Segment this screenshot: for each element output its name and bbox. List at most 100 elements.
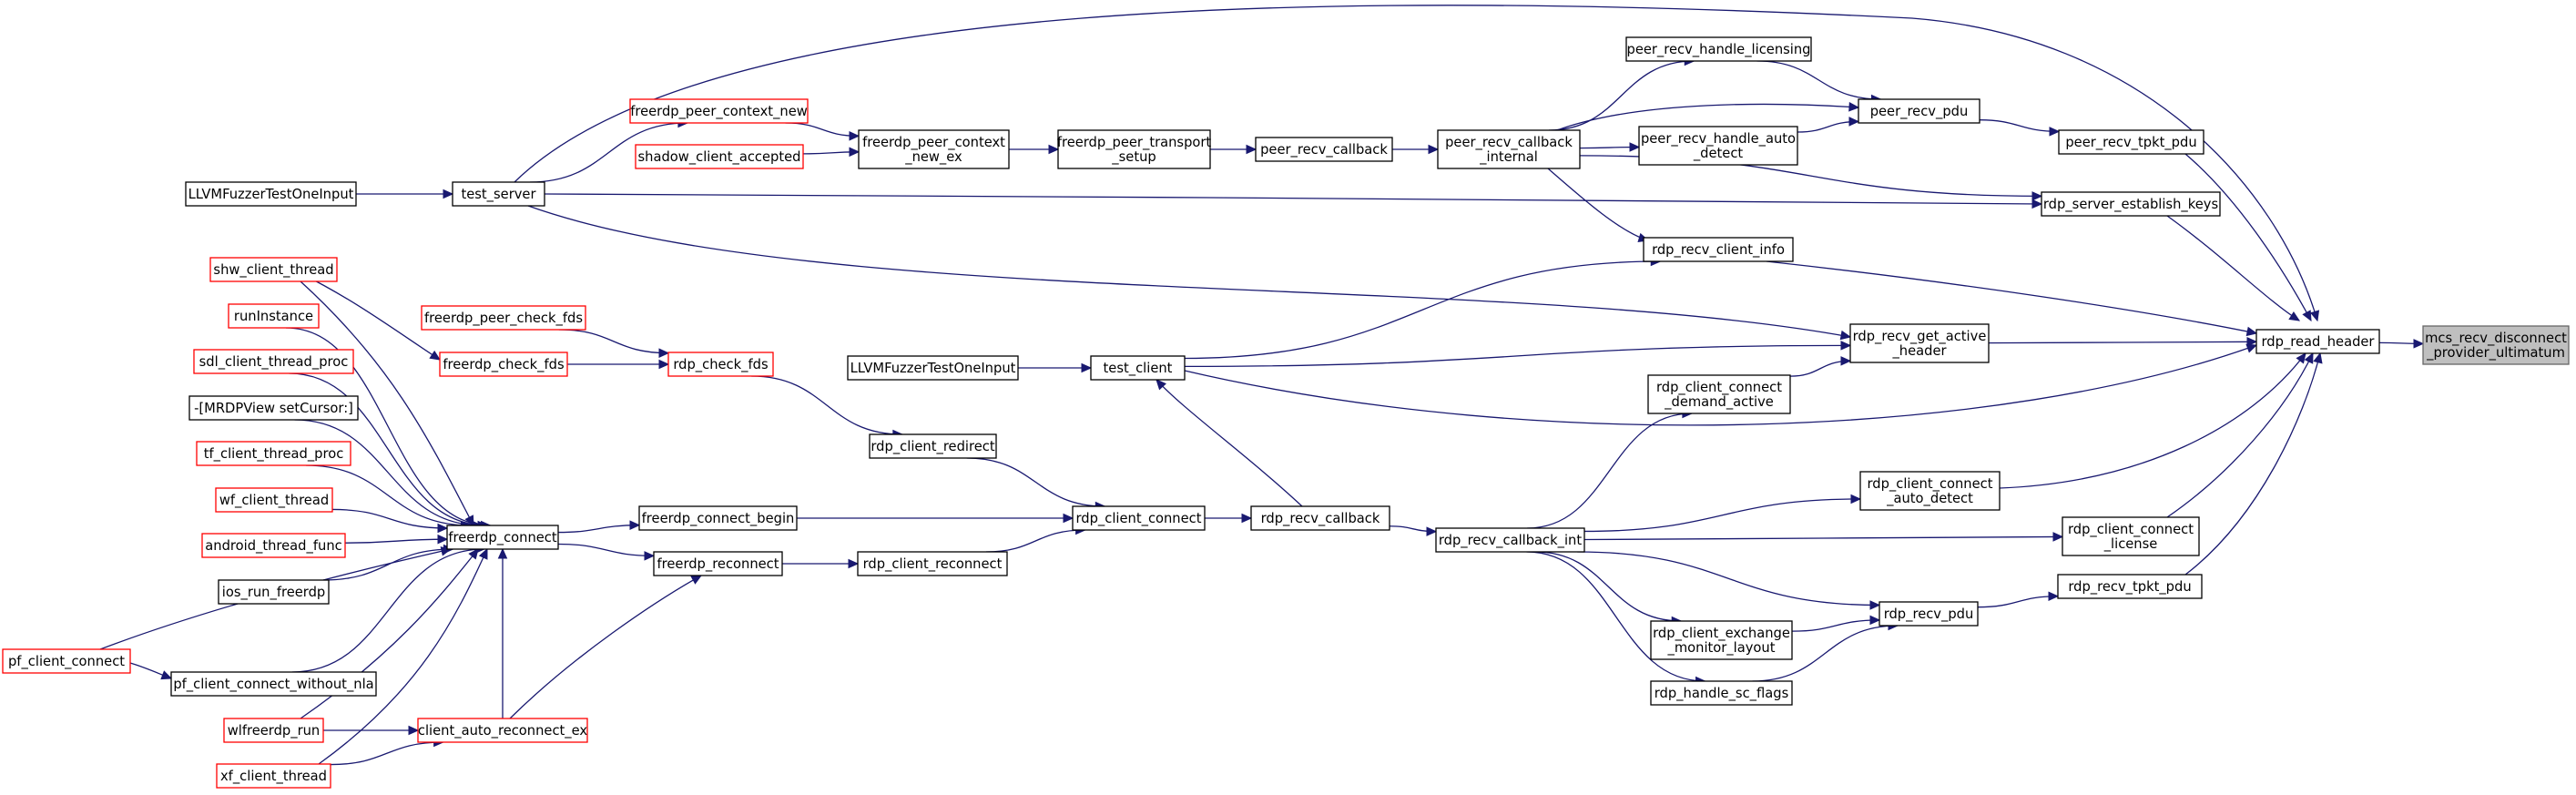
- node-rdp-recv-callback-int[interactable]: rdp_recv_callback_int: [1435, 527, 1585, 553]
- edge-test-server-to-rdp-server-establish-keys: [544, 193, 2042, 205]
- node-label: freerdp_connect_begin: [642, 511, 795, 526]
- node-freerdp-peer-context-new[interactable]: freerdp_peer_context_new: [629, 98, 809, 124]
- node-freerdp-connect[interactable]: freerdp_connect: [446, 525, 559, 550]
- node-peer-recv-handle-licensing[interactable]: peer_recv_handle_licensing: [1625, 36, 1812, 62]
- node-sdl-client-thread-proc[interactable]: sdl_client_thread_proc: [193, 349, 354, 374]
- edge-rdp-server-establish-keys-to-rdp-read-header: [2166, 215, 2300, 321]
- edge-rdp-client-redirect-to-rdp-client-connect: [966, 457, 1105, 507]
- node-rdp-client-exchange-monitor-layout[interactable]: rdp_client_exchange_monitor_layout: [1650, 620, 1793, 660]
- node-pf-client-connect-without-nla[interactable]: pf_client_connect_without_nla: [170, 671, 377, 697]
- node-fuzz-client[interactable]: LLVMFuzzerTestOneInput: [847, 355, 1019, 381]
- edge-freerdp-peer-context-new-to-freerdp-peer-context-new-ex: [785, 122, 860, 137]
- node-peer-recv-callback[interactable]: peer_recv_callback: [1255, 137, 1393, 162]
- node-label: -[MRDPView setCursor:]: [194, 401, 353, 416]
- node-label: pf_client_connect_without_nla: [173, 677, 373, 692]
- edge-freerdp-connect-to-freerdp-connect-begin-arrowhead: [629, 520, 641, 530]
- edge-xf-client-thread-to-freerdp-connect: [318, 548, 488, 765]
- node-label: rdp_check_fds: [673, 357, 768, 372]
- edge-rdp-recv-get-active-header-to-rdp-read-header-arrowhead: [2246, 337, 2258, 347]
- node-box: [218, 579, 330, 605]
- node-shadow-client-accepted[interactable]: shadow_client_accepted: [635, 144, 804, 169]
- node-rdp-recv-client-info[interactable]: rdp_recv_client_info: [1643, 237, 1794, 262]
- node-freerdp-reconnect[interactable]: freerdp_reconnect: [653, 551, 783, 576]
- node-rdp-client-connect-license[interactable]: rdp_client_connect_license: [2062, 516, 2200, 556]
- node-rdp-recv-get-active-header[interactable]: rdp_recv_get_active_header: [1849, 323, 1990, 363]
- edge-shadow-client-accepted-to-freerdp-peer-context-new-ex-arrowhead: [849, 147, 860, 158]
- edge-test-client-to-rdp-read-header: [1184, 344, 2257, 426]
- node-label: LLVMFuzzerTestOneInput: [850, 361, 1016, 376]
- node-wf-client-thread[interactable]: wf_client_thread: [215, 487, 333, 513]
- node-freerdp-peer-context-new-ex[interactable]: freerdp_peer_context_new_ex: [858, 129, 1010, 169]
- node-freerdp-peer-check-fds[interactable]: freerdp_peer_check_fds: [421, 305, 586, 331]
- node-box: [170, 671, 377, 697]
- node-freerdp-connect-begin[interactable]: freerdp_connect_begin: [638, 505, 798, 531]
- node-peer-recv-handle-auto-detect[interactable]: peer_recv_handle_auto_detect: [1638, 126, 1798, 166]
- edge-wlfreerdp-run-to-freerdp-connect-arrowhead: [468, 548, 479, 560]
- node-label: rdp_recv_get_active: [1853, 329, 1987, 344]
- edge-peer-recv-callback-to-peer-recv-callback-internal-arrowhead: [1428, 144, 1440, 155]
- node-rdp-recv-callback[interactable]: rdp_recv_callback: [1250, 505, 1390, 531]
- node-label: _provider_ultimatum: [2426, 345, 2565, 361]
- node-freerdp-peer-transport-setup[interactable]: freerdp_peer_transport_setup: [1057, 129, 1212, 169]
- edge-peer-recv-tpkt-pdu-to-rdp-read-header-arrowhead: [2302, 310, 2312, 322]
- node-wlfreerdp-run[interactable]: wlfreerdp_run: [223, 718, 324, 743]
- edge-shw-client-thread-to-freerdp-check-fds-arrowhead: [429, 350, 442, 361]
- node-rdp-recv-tpkt-pdu[interactable]: rdp_recv_tpkt_pdu: [2057, 574, 2203, 599]
- node-label: rdp_recv_pdu: [1884, 606, 1974, 622]
- node-label: runInstance: [234, 309, 313, 324]
- node-rdp-client-reconnect[interactable]: rdp_client_reconnect: [857, 551, 1008, 576]
- node-box: [439, 352, 568, 377]
- node-label: rdp_client_connect: [1656, 380, 1782, 395]
- node-ios-run-freerdp[interactable]: ios_run_freerdp: [218, 579, 330, 605]
- node-label: _license: [2103, 536, 2158, 552]
- node-label: rdp_client_connect: [1867, 476, 1992, 492]
- node-rdp-client-connect[interactable]: rdp_client_connect: [1072, 505, 1206, 531]
- node-tf-client-thread-proc[interactable]: tf_client_thread_proc: [196, 441, 351, 466]
- node-peer-recv-tpkt-pdu[interactable]: peer_recv_tpkt_pdu: [2058, 129, 2204, 155]
- node-label: wf_client_thread: [219, 493, 329, 508]
- edge-shw-client-thread-to-freerdp-connect: [300, 280, 474, 526]
- edge-rdp-recv-callback-to-test-client-arrowhead: [1156, 379, 1166, 391]
- edge-xf-client-thread-to-freerdp-connect-arrowhead: [478, 547, 488, 560]
- node-rdp-client-connect-demand-active[interactable]: rdp_client_connect_demand_active: [1647, 374, 1791, 414]
- node-freerdp-check-fds[interactable]: freerdp_check_fds: [439, 352, 568, 377]
- node-label: rdp_client_exchange: [1653, 626, 1790, 641]
- node-box: [857, 551, 1008, 576]
- node-mcs-recv[interactable]: mcs_recv_disconnect_provider_ultimatum: [2422, 325, 2570, 365]
- node-rdp-read-header[interactable]: rdp_read_header: [2255, 329, 2380, 354]
- node-peer-recv-callback-internal[interactable]: peer_recv_callback_internal: [1437, 129, 1581, 169]
- node-label: _monitor_layout: [1667, 640, 1776, 656]
- node-peer-recv-pdu[interactable]: peer_recv_pdu: [1858, 98, 1980, 124]
- edge-test-server-to-rdp-read-header-arrowhead: [2309, 310, 2320, 322]
- node-rdp-client-redirect[interactable]: rdp_client_redirect: [869, 433, 997, 459]
- edges-layer: [99, 5, 2425, 766]
- node-label: sdl_client_thread_proc: [199, 354, 349, 370]
- node-android-thread-func[interactable]: android_thread_func: [201, 533, 346, 558]
- node-client-auto-reconnect-ex[interactable]: client_auto_reconnect_ex: [417, 718, 588, 743]
- edge-test-client-to-rdp-recv-get-active-header: [1184, 344, 1851, 368]
- edge-rdp-client-connect-license-to-rdp-read-header: [2166, 352, 2314, 518]
- node-rdp-check-fds[interactable]: rdp_check_fds: [667, 352, 774, 377]
- node-rdp-server-establish-keys[interactable]: rdp_server_establish_keys: [2041, 191, 2221, 217]
- node-pf-client-connect[interactable]: pf_client_connect: [2, 648, 131, 674]
- node-label: mcs_recv_disconnect: [2425, 331, 2567, 346]
- node-label: _setup: [1111, 149, 1156, 165]
- node-label: rdp_recv_callback_int: [1439, 533, 1583, 548]
- edge-rdp-recv-get-active-header-to-rdp-read-header: [1988, 341, 2257, 344]
- node-shw-client-thread[interactable]: shw_client_thread: [209, 257, 338, 282]
- edge-rdp-recv-callback-int-to-rdp-client-connect-auto-detect: [1583, 498, 1861, 533]
- node-rdp-client-connect-auto-detect[interactable]: rdp_client_connect_auto_detect: [1859, 471, 2001, 511]
- node-box: [446, 525, 559, 550]
- edge-fuzz-client-to-test-client-arrowhead: [1081, 362, 1093, 373]
- node-test-server[interactable]: test_server: [452, 181, 545, 207]
- node-rdp-recv-pdu[interactable]: rdp_recv_pdu: [1879, 601, 1979, 627]
- node-test-client[interactable]: test_client: [1090, 355, 1186, 381]
- edge-test-client-to-rdp-read-header-arrowhead: [2245, 343, 2258, 353]
- node-mrdpview-setcursor[interactable]: -[MRDPView setCursor:]: [188, 395, 359, 421]
- node-label: peer_recv_callback: [1260, 142, 1388, 158]
- node-runInstance[interactable]: runInstance: [228, 303, 320, 329]
- node-fuzz-server[interactable]: LLVMFuzzerTestOneInput: [185, 181, 357, 207]
- node-xf-client-thread[interactable]: xf_client_thread: [216, 763, 331, 789]
- edge-freerdp-peer-check-fds-to-rdp-check-fds-arrowhead: [658, 348, 670, 358]
- node-rdp-handle-sc-flags[interactable]: rdp_handle_sc_flags: [1650, 680, 1793, 706]
